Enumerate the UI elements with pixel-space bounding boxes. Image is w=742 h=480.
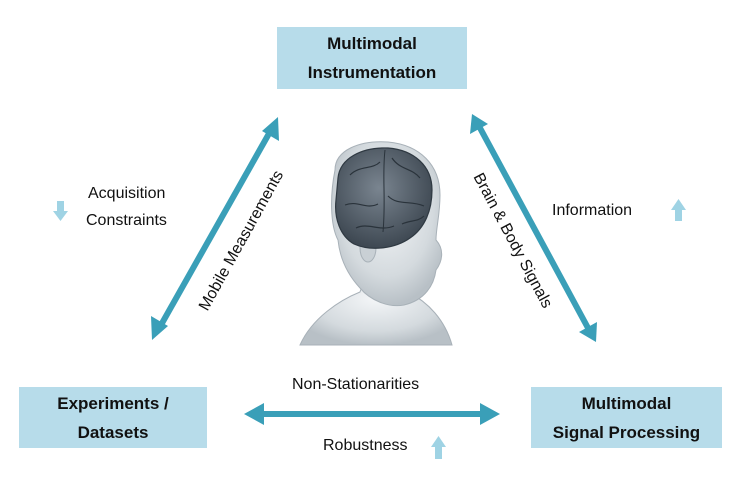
label-information: Information	[552, 202, 633, 219]
node-left-line1: Experiments /	[57, 393, 169, 413]
label-acquisition: Acquisition	[88, 185, 166, 202]
node-left-line2: Datasets	[77, 422, 149, 442]
bottom-horizontal-arrow	[244, 403, 500, 425]
head-brain-icon	[299, 141, 453, 346]
arrow-up-icon	[431, 436, 446, 459]
node-right-line1: Multimodal	[581, 393, 672, 413]
left-diagonal-arrow	[151, 117, 279, 340]
arrow-down-icon	[53, 201, 68, 221]
node-top-line2: Instrumentation	[307, 63, 437, 82]
label-non-stationarities: Non-Stationarities	[292, 376, 420, 393]
label-constraints: Constraints	[86, 212, 167, 229]
node-right-line2: Signal Processing	[552, 422, 701, 442]
right-diagonal-arrow	[470, 114, 597, 342]
arrow-up-icon	[671, 199, 686, 221]
node-top-line1: Multimodal	[327, 34, 417, 53]
label-robustness: Robustness	[323, 437, 408, 454]
node-signal-processing: Multimodal Signal Processing	[531, 387, 722, 448]
node-experiments-datasets: Experiments / Datasets	[19, 387, 207, 448]
node-multimodal-instrumentation: Multimodal Instrumentation	[277, 27, 467, 89]
